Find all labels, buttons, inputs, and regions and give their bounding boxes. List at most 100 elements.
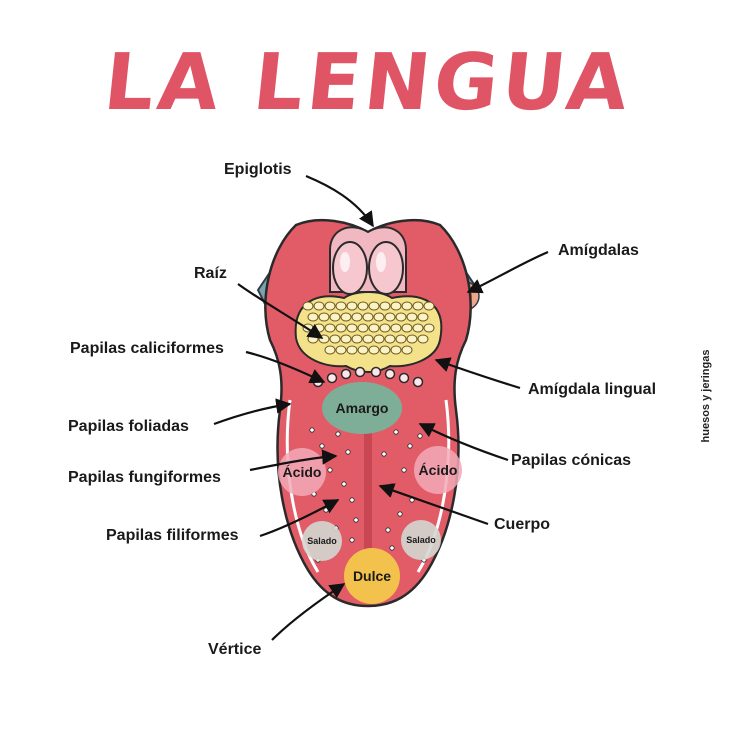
zone-dulce-label: Dulce [352, 568, 392, 584]
label-raiz: Raíz [194, 265, 227, 282]
papilla-dot [353, 517, 359, 523]
label-amigdalas: Amígdalas [558, 242, 639, 259]
tonsil-follicle [401, 323, 413, 333]
tonsil-follicle [401, 301, 413, 311]
tonsil-follicle [340, 312, 352, 322]
tonsil-follicle [390, 301, 402, 311]
zone-salado-left-label: Salado [307, 536, 337, 546]
tonsil-follicle [324, 345, 336, 355]
tonsil-follicle [412, 323, 424, 333]
arrow-raiz [237, 283, 324, 339]
label-papilas-filiformes: Papilas filiformes [106, 527, 239, 544]
tonsil-follicle [313, 301, 325, 311]
arrow-epiglotis [305, 174, 374, 228]
circumvallate-papilla [370, 366, 382, 378]
tonsil-follicle [406, 334, 418, 344]
arrow-papilas-caliciformes [245, 350, 326, 384]
arrow-papilas-foliadas [213, 398, 292, 426]
tonsil-follicle [346, 345, 358, 355]
zone-salado-right-shape [401, 520, 441, 560]
zone-amargo-label: Amargo [335, 400, 389, 416]
tonsil-follicle [346, 323, 358, 333]
tonsil-follicle [362, 334, 374, 344]
tonsil-follicle [362, 312, 374, 322]
arrow-vertice [271, 583, 346, 641]
tonsil-follicle [423, 323, 435, 333]
papilla-dot [393, 429, 399, 435]
lingual-tonsil-follicles [302, 301, 435, 355]
tonsil-follicle [390, 323, 402, 333]
zone-acido-right-label: Ácido [418, 462, 458, 478]
papilla-dot [335, 431, 341, 437]
tonsil-follicle [412, 301, 424, 311]
arrow-amigdalas [466, 250, 549, 294]
tonsil-follicle [379, 323, 391, 333]
tonsil-follicle [351, 312, 363, 322]
papilla-dot [385, 527, 391, 533]
tonsil-follicle [379, 301, 391, 311]
tonsil-follicle [329, 312, 341, 322]
papilla-dot [319, 443, 325, 449]
arrow-papilas-filiformes [259, 499, 340, 538]
tonsil-follicle [373, 334, 385, 344]
tonsil-follicle [417, 334, 429, 344]
papilla-dot [397, 511, 403, 517]
tonsil-follicle [335, 301, 347, 311]
tonsil-follicle [368, 323, 380, 333]
arrow-cuerpo [378, 483, 489, 526]
tonsil-follicle [390, 345, 402, 355]
circumvallate-papilla [412, 376, 424, 388]
tonsil-follicle [346, 301, 358, 311]
papilla-dot [309, 427, 315, 433]
papilla-dot [327, 467, 333, 473]
tonsil-follicle [307, 334, 319, 344]
tonsil-follicle [313, 323, 325, 333]
tonsil-follicle [335, 345, 347, 355]
tonsil-follicle [307, 312, 319, 322]
tonsil-follicle [357, 323, 369, 333]
tonsil-follicle [423, 301, 435, 311]
tonsil-follicle [379, 345, 391, 355]
circumvallate-papilla [354, 366, 366, 378]
tonsil-follicle [351, 334, 363, 344]
zone-salado-right-label: Salado [406, 535, 436, 545]
papilla-dot [389, 483, 395, 489]
zone-amargo-shape [322, 382, 402, 434]
papilla-dot [349, 537, 355, 543]
circumvallate-papilla [384, 368, 396, 380]
label-vertice: Vértice [208, 641, 262, 658]
tonsil-follicle [302, 301, 314, 311]
papilla-dot [323, 507, 329, 513]
arrow-amigdala-lingual [434, 357, 521, 390]
label-cuerpo: Cuerpo [494, 516, 550, 533]
tonsil-follicle [335, 323, 347, 333]
tonsil-follicle [357, 345, 369, 355]
tonsil-follicle [384, 312, 396, 322]
papilla-dot [417, 433, 423, 439]
papilla-dot [349, 497, 355, 503]
tonsil-follicle [406, 312, 418, 322]
circumvallate-papilla [340, 368, 352, 380]
tonsil-follicle [318, 312, 330, 322]
arrow-papilas-conicas [418, 423, 509, 462]
tonsil-follicle [395, 334, 407, 344]
tonsil-follicle [324, 301, 336, 311]
tonsil-follicle [368, 345, 380, 355]
circumvallate-papilla [326, 372, 338, 384]
papilla-dot [407, 443, 413, 449]
tonsil-follicle [417, 312, 429, 322]
tonsil-follicle [401, 345, 413, 355]
circumvallate-papilla [398, 372, 410, 384]
tonsil-follicle [384, 334, 396, 344]
label-papilas-foliadas: Papilas foliadas [68, 418, 189, 435]
label-papilas-conicas: Papilas cónicas [511, 452, 632, 469]
zone-salado-left-shape [302, 521, 342, 561]
tonsil-follicle [329, 334, 341, 344]
papilla-dot [401, 467, 407, 473]
zone-dulce-shape [344, 548, 400, 604]
arrow-papilas-fungiformes [249, 449, 338, 472]
papilla-dot [389, 545, 395, 551]
label-amigdala-lingual: Amígdala lingual [528, 381, 657, 398]
